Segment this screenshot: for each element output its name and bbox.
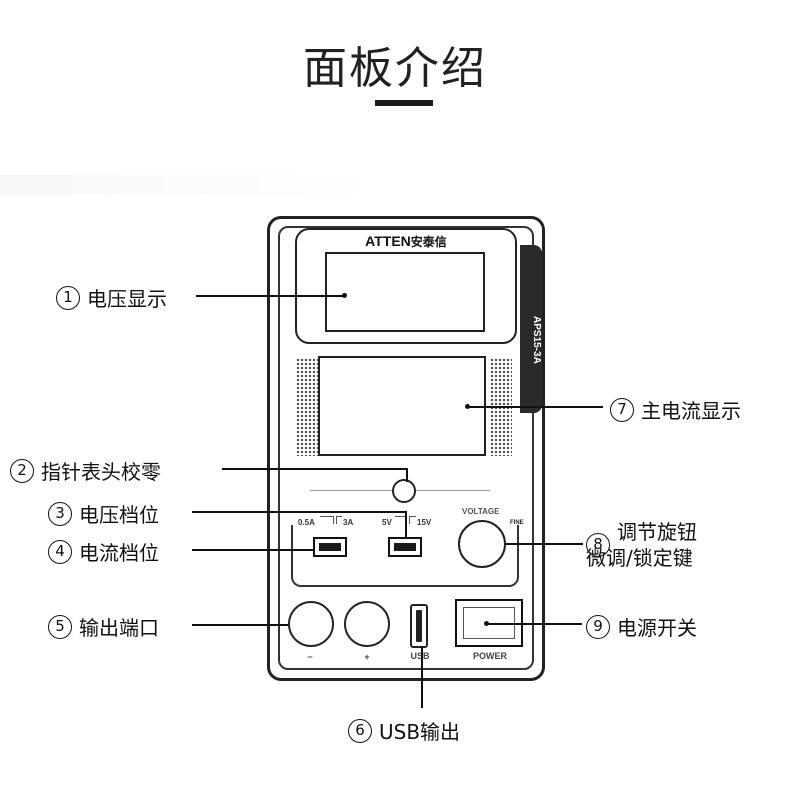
leader-dot-1 <box>342 293 347 298</box>
callout-label: 输出端口 <box>79 616 159 640</box>
voltage-knob-label: VOLTAGE <box>462 507 500 516</box>
leader-line-8 <box>505 543 583 545</box>
terminal-negative[interactable] <box>288 601 334 647</box>
model-label: APS15-3A <box>531 316 542 364</box>
usb-port[interactable] <box>410 604 428 648</box>
leader-line-3b <box>405 511 407 539</box>
callout-current-meter: 7 主电流显示 <box>610 395 741 424</box>
leader-line-9 <box>486 623 582 625</box>
callout-label: 电压显示 <box>87 287 167 311</box>
voltage-range-low-label: 5V <box>382 518 392 527</box>
callout-voltage-range: 3 电压档位 <box>48 499 159 528</box>
leader-line-7 <box>467 406 603 408</box>
voltage-range-bracket-right <box>409 516 416 524</box>
callout-voltage-display: 1 电压显示 <box>56 283 167 312</box>
callout-label: 电流档位 <box>79 541 159 565</box>
callout-number: 7 <box>610 397 634 422</box>
callout-number: 5 <box>48 614 72 639</box>
callout-number: 8 <box>586 533 610 557</box>
callout-number: 6 <box>348 718 372 743</box>
leader-dot-7 <box>465 404 470 409</box>
power-label: POWER <box>472 651 507 661</box>
callout-meter-zero: 2 指针表头校零 <box>10 456 161 485</box>
voltage-range-high-label: 15V <box>417 518 432 527</box>
front-panel-frame <box>278 226 534 670</box>
leader-line-2b <box>406 468 408 482</box>
leader-line-1 <box>196 295 344 297</box>
vent-grille-left <box>296 358 318 456</box>
callout-number: 3 <box>48 501 72 526</box>
callout-label-line2: 微调/锁定键 <box>586 546 693 570</box>
current-range-low-label: 0.5A <box>298 518 315 527</box>
current-range-bracket-right <box>336 516 342 524</box>
callout-label-multiline: 调节旋钮 微调/锁定键 <box>586 519 697 571</box>
brand-name: ATTEN <box>365 233 411 249</box>
current-range-switch[interactable] <box>313 537 347 557</box>
voltage-display-housing <box>295 228 517 344</box>
control-section-outline <box>291 525 519 587</box>
terminal-negative-label: − <box>307 652 313 662</box>
callout-label: 电源开关 <box>617 616 697 640</box>
terminal-positive[interactable] <box>344 601 390 647</box>
leader-line-5 <box>192 624 288 626</box>
callout-label-line1: 调节旋钮 <box>617 520 697 544</box>
current-range-bracket-left <box>320 516 334 524</box>
current-meter-display <box>318 356 486 456</box>
callout-current-range: 4 电流档位 <box>48 537 159 566</box>
page-title: 面板介绍 <box>303 43 487 94</box>
leader-line-2a <box>222 468 408 470</box>
callout-number: 1 <box>56 285 80 310</box>
current-range-high-label: 3A <box>343 518 354 527</box>
callout-label: 指针表头校零 <box>41 460 161 484</box>
callout-power-switch: 9 电源开关 <box>586 612 697 641</box>
callout-number: 4 <box>48 539 72 564</box>
brand-logo: ATTEN安泰信 <box>295 233 517 250</box>
meter-zero-adjust-knob[interactable] <box>392 479 416 503</box>
callout-output-terminals: 5 输出端口 <box>48 612 159 641</box>
leader-line-3a <box>192 511 406 513</box>
leader-line-4 <box>192 549 313 551</box>
leader-line-6 <box>421 646 423 708</box>
brand-name-cn: 安泰信 <box>410 235 447 249</box>
usb-label: USB <box>410 651 430 661</box>
fine-label: FINE <box>510 520 524 526</box>
side-label-tab <box>520 245 542 413</box>
terminal-positive-label: + <box>364 652 370 662</box>
callout-adjust-knob: 8 调节旋钮 微调/锁定键 <box>586 519 697 571</box>
voltage-display <box>325 252 485 332</box>
callout-number: 9 <box>586 614 610 639</box>
callout-label: 主电流显示 <box>641 399 741 423</box>
callout-usb-output: 6 USB输出 <box>348 716 460 745</box>
title-underline <box>375 100 433 106</box>
callout-label: 电压档位 <box>79 503 159 527</box>
background-haze <box>0 175 380 195</box>
callout-number: 2 <box>10 458 34 483</box>
leader-dot-9 <box>484 621 489 626</box>
callout-label: USB输出 <box>379 720 461 744</box>
